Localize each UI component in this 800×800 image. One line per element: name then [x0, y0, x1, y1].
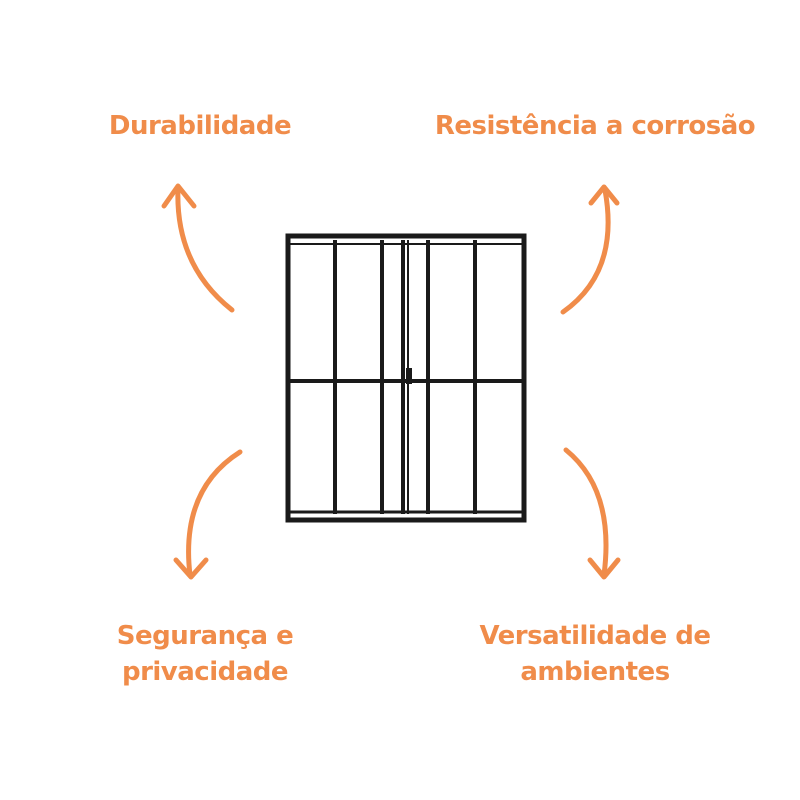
arrow-up-left-icon — [161, 183, 235, 313]
label-versatilidade-ambientes: Versatilidade de ambientes — [470, 618, 720, 690]
label-durabilidade: Durabilidade — [108, 111, 292, 141]
label-seguranca-privacidade: Segurança e privacidade — [116, 621, 294, 687]
arrow-down-right-icon — [563, 447, 621, 580]
window-icon — [285, 233, 527, 523]
label-versatilidade-line2: ambientes — [520, 657, 670, 687]
arrow-down-left-icon — [173, 449, 243, 580]
arrow-up-right-icon — [560, 184, 620, 315]
label-resistencia-corrosao: Resistência a corrosão — [434, 111, 756, 141]
label-versatilidade-line1: Versatilidade de — [479, 621, 711, 651]
